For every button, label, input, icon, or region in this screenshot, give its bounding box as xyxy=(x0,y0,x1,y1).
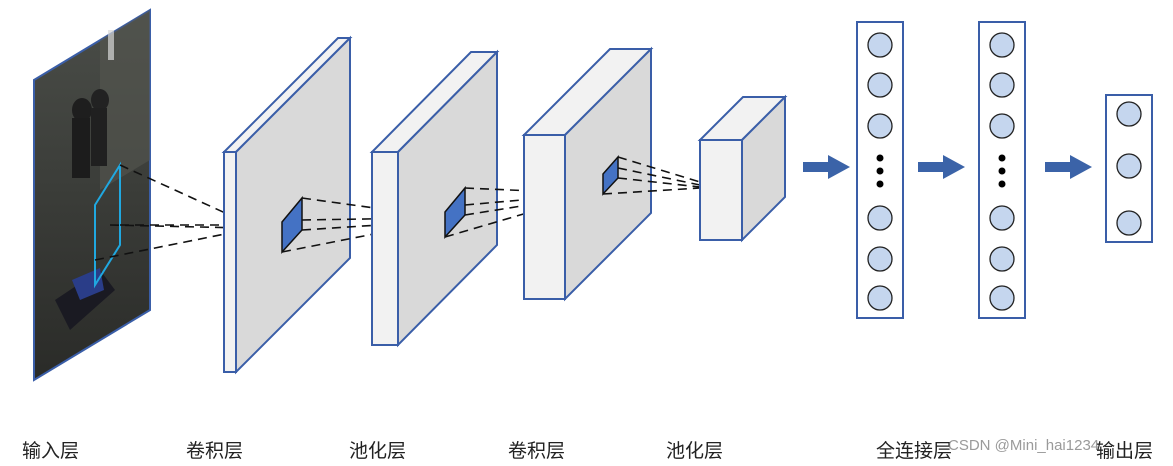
input-to-conv1-lines xyxy=(94,164,246,261)
right-arrow-icon xyxy=(803,155,850,179)
ellipsis-vertical-icon xyxy=(998,154,1006,188)
neuron xyxy=(867,113,893,139)
neuron xyxy=(989,205,1015,231)
fc-layer-1 xyxy=(856,21,904,319)
neuron xyxy=(989,32,1015,58)
neuron xyxy=(989,246,1015,272)
label-fc-layer: 全连接层 xyxy=(876,440,953,462)
neuron xyxy=(867,205,893,231)
right-arrow-icon xyxy=(918,155,965,179)
input-image xyxy=(33,8,151,382)
conv-layer-1 xyxy=(221,35,353,375)
neuron xyxy=(867,32,893,58)
neuron xyxy=(1116,101,1142,127)
label-conv-layer-2: 卷积层 xyxy=(508,440,566,462)
right-arrow-icon xyxy=(1045,155,1092,179)
output-layer xyxy=(1105,94,1153,243)
label-pool-layer-2: 池化层 xyxy=(666,440,724,462)
fc-layer-2 xyxy=(978,21,1026,319)
pool-layer-2 xyxy=(697,94,788,243)
label-pool-layer-1: 池化层 xyxy=(349,440,407,462)
neuron xyxy=(867,246,893,272)
watermark: CSDN @Mini_hai1234 xyxy=(948,437,1100,454)
conv2-to-pool2-lines xyxy=(602,156,701,195)
pool-layer-1 xyxy=(369,49,500,348)
conv-layer-2 xyxy=(521,46,654,302)
neuron xyxy=(867,72,893,98)
label-conv-layer-1: 卷积层 xyxy=(186,440,244,462)
neuron xyxy=(989,72,1015,98)
neuron xyxy=(1116,153,1142,179)
neuron xyxy=(989,285,1015,311)
neuron xyxy=(1116,210,1142,236)
ellipsis-vertical-icon xyxy=(876,154,884,188)
label-input-layer: 输入层 xyxy=(22,440,80,462)
label-output-layer: 输出层 xyxy=(1096,440,1154,462)
neuron xyxy=(867,285,893,311)
neuron xyxy=(989,113,1015,139)
